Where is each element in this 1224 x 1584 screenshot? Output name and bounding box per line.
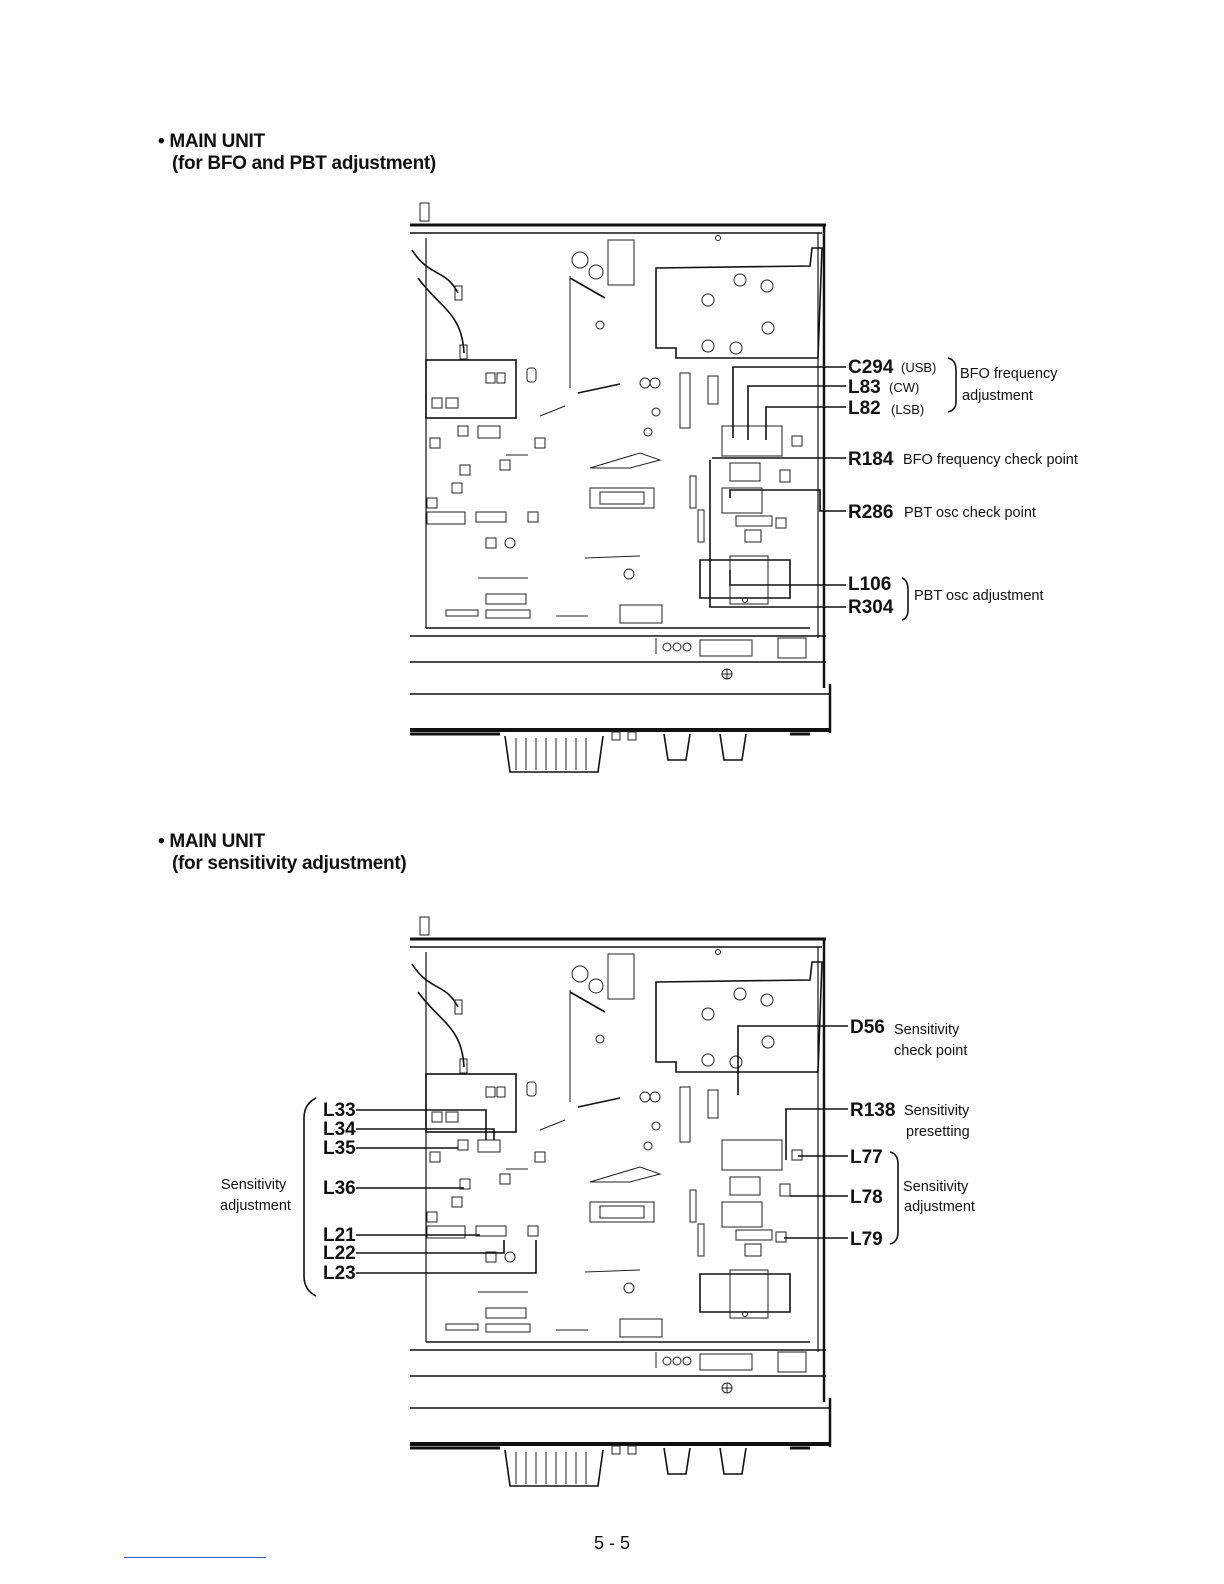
section1-labels: C294 (USB) L83 (CW) L82 (LSB) BFO freque…: [848, 357, 1078, 618]
callout-d56-note-line2: check point: [894, 1043, 967, 1059]
callout-l83-note: (CW): [889, 380, 919, 395]
callout-l34: L34: [323, 1119, 356, 1140]
callout-l106: L106: [848, 574, 891, 595]
section1-header: • MAIN UNIT (for BFO and PBT adjustment): [158, 131, 436, 175]
callout-r138-note-line1: Sensitivity: [904, 1103, 970, 1119]
left-group-line1: Sensitivity: [221, 1177, 287, 1193]
callout-l82-note: (LSB): [891, 402, 924, 417]
pbt-group-label: PBT osc adjustment: [914, 588, 1044, 604]
bfo-group-line2: adjustment: [962, 388, 1033, 404]
callout-l77: L77: [850, 1147, 883, 1168]
callout-l35: L35: [323, 1138, 356, 1159]
callout-r286-note: PBT osc check point: [904, 505, 1036, 521]
callout-d56: D56: [850, 1017, 885, 1038]
section2-labels: D56 Sensitivity check point R138 Sensiti…: [220, 1017, 975, 1284]
section1-subtitle: (for BFO and PBT adjustment): [172, 153, 436, 174]
callout-r138: R138: [850, 1100, 895, 1121]
callout-c294: C294: [848, 357, 894, 378]
callout-d56-note-line1: Sensitivity: [894, 1022, 960, 1038]
right-group-line2: adjustment: [904, 1199, 975, 1215]
footer-rule: [124, 1557, 266, 1558]
callout-l78: L78: [850, 1187, 883, 1208]
main-unit-board-sensitivity: [408, 915, 832, 1488]
callout-l83: L83: [848, 377, 881, 398]
callout-l82: L82: [848, 398, 881, 419]
section2-header: • MAIN UNIT (for sensitivity adjustment): [158, 831, 407, 875]
section1-title: • MAIN UNIT: [158, 131, 265, 152]
callout-l36: L36: [323, 1178, 356, 1199]
callout-r304: R304: [848, 597, 894, 618]
callout-c294-note: (USB): [901, 360, 936, 375]
right-group-line1: Sensitivity: [903, 1179, 969, 1195]
callout-r138-note-line2: presetting: [906, 1124, 970, 1140]
callout-l79: L79: [850, 1229, 883, 1250]
left-group-line2: adjustment: [220, 1198, 291, 1214]
callout-r184: R184: [848, 449, 894, 470]
callout-r184-note: BFO frequency check point: [903, 452, 1078, 468]
section2-subtitle: (for sensitivity adjustment): [172, 853, 407, 874]
callout-l21: L21: [323, 1225, 356, 1246]
section2-leaders: [303, 1025, 899, 1297]
section1-leaders: [709, 357, 957, 621]
bfo-group-line1: BFO frequency: [960, 366, 1058, 382]
callout-r286: R286: [848, 502, 893, 523]
main-unit-board-bfo-pbt: [408, 201, 832, 774]
callout-l22: L22: [323, 1243, 356, 1264]
callout-l23: L23: [323, 1263, 356, 1284]
callout-l33: L33: [323, 1100, 356, 1121]
section2-title: • MAIN UNIT: [158, 831, 265, 852]
page-number: 5 - 5: [593, 1533, 631, 1553]
